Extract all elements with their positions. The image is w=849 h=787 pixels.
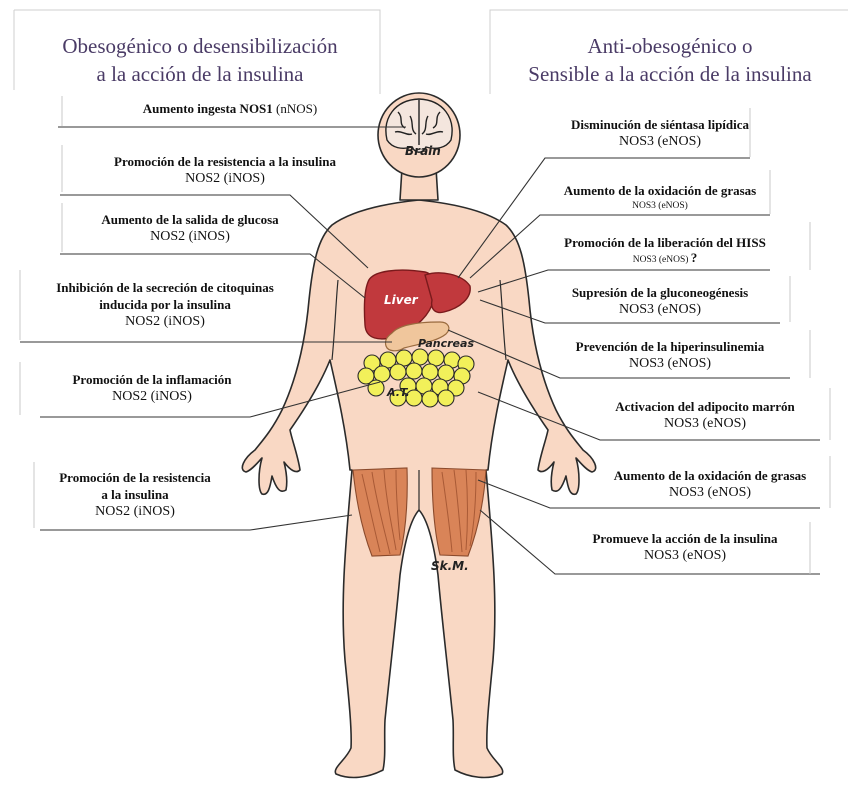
left-label-5-enzyme: NOS2 (iNOS) [22,388,282,405]
adipocyte-cell [368,380,384,396]
right-label-4-title: Supresión de la gluconeogénesis [530,284,790,301]
right-label-5: Prevención de la hiperinsulinemia NOS3 (… [535,338,805,372]
pancreas-label: Pancreas [418,337,474,350]
left-label-4-enzyme: NOS2 (iNOS) [15,313,315,330]
left-label-3-title: Aumento de la salida de glucosa [60,211,320,228]
header-left: Obesogénico o desensibilización a la acc… [20,32,380,88]
liver-label: Liver [384,293,419,307]
header-right-line2: Sensible a la acción de la insulina [490,60,849,88]
muscle-label: Sk.M. [431,559,469,573]
right-label-6-enzyme: NOS3 (eNOS) [585,415,825,432]
left-label-6-title: Promoción de la resistencia [30,469,240,486]
left-label-1-enzyme: (nNOS) [276,101,317,116]
right-label-1: Disminución de siéntasa lipídica NOS3 (e… [530,116,790,150]
left-label-6: Promoción de la resistencia a la insulin… [30,469,240,520]
left-label-4-title: Inhibición de la secreción de citoquinas [15,279,315,296]
right-label-3-enzyme: NOS3 (eNOS) [633,255,689,265]
left-label-3: Aumento de la salida de glucosa NOS2 (iN… [60,211,320,245]
header-left-line1: Obesogénico o desensibilización [20,32,380,60]
right-label-2-enzyme: NOS3 (eNOS) [525,199,795,213]
right-label-5-enzyme: NOS3 (eNOS) [535,355,805,372]
right-label-6: Activacion del adipocito marrón NOS3 (eN… [585,398,825,432]
brain-label: Brain [405,144,441,158]
right-label-8-title: Promueve la acción de la insulina [560,530,810,547]
header-left-line2: a la acción de la insulina [20,60,380,88]
right-label-3-mark: ? [691,250,698,265]
right-label-2-title: Aumento de la oxidación de grasas [525,182,795,199]
left-label-4: Inhibición de la secreción de citoquinas… [15,279,315,330]
right-label-7-enzyme: NOS3 (eNOS) [590,484,830,501]
right-label-5-title: Prevención de la hiperinsulinemia [535,338,805,355]
left-label-6-enzyme: NOS2 (iNOS) [30,503,240,520]
adipocyte-cell [390,364,406,380]
left-label-4-title2: inducida por la insulina [15,296,315,313]
right-label-8-enzyme: NOS3 (eNOS) [560,547,810,564]
left-label-5: Promoción de la inflamación NOS2 (iNOS) [22,371,282,405]
left-label-1: Aumento ingesta NOS1 (nNOS) [70,100,390,117]
left-label-1-title: Aumento ingesta NOS1 [143,101,273,116]
right-label-4: Supresión de la gluconeogénesis NOS3 (eN… [530,284,790,318]
left-label-3-enzyme: NOS2 (iNOS) [60,228,320,245]
right-label-1-enzyme: NOS3 (eNOS) [530,133,790,150]
left-label-2-enzyme: NOS2 (iNOS) [70,170,380,187]
adipocyte-cell [422,391,438,407]
header-right-line1: Anti-obesogénico o [490,32,849,60]
right-label-3: Promoción de la liberación del HISS NOS3… [530,234,800,267]
right-label-6-title: Activacion del adipocito marrón [585,398,825,415]
right-label-7: Aumento de la oxidación de grasas NOS3 (… [590,467,830,501]
adipocyte-cell [438,390,454,406]
right-label-3-title: Promoción de la liberación del HISS [530,234,800,251]
right-label-2: Aumento de la oxidación de grasas NOS3 (… [525,182,795,213]
adipocyte-cell [406,363,422,379]
left-label-5-title: Promoción de la inflamación [22,371,282,388]
right-label-1-title: Disminución de siéntasa lipídica [530,116,790,133]
left-label-2: Promoción de la resistencia a la insulin… [70,153,380,187]
right-label-4-enzyme: NOS3 (eNOS) [530,301,790,318]
adipose-label: A.T. [386,386,410,399]
right-label-7-title: Aumento de la oxidación de grasas [590,467,830,484]
left-label-6-title2: a la insulina [30,486,240,503]
left-label-2-title: Promoción de la resistencia a la insulin… [70,153,380,170]
header-right: Anti-obesogénico o Sensible a la acción … [490,32,849,88]
right-label-8: Promueve la acción de la insulina NOS3 (… [560,530,810,564]
